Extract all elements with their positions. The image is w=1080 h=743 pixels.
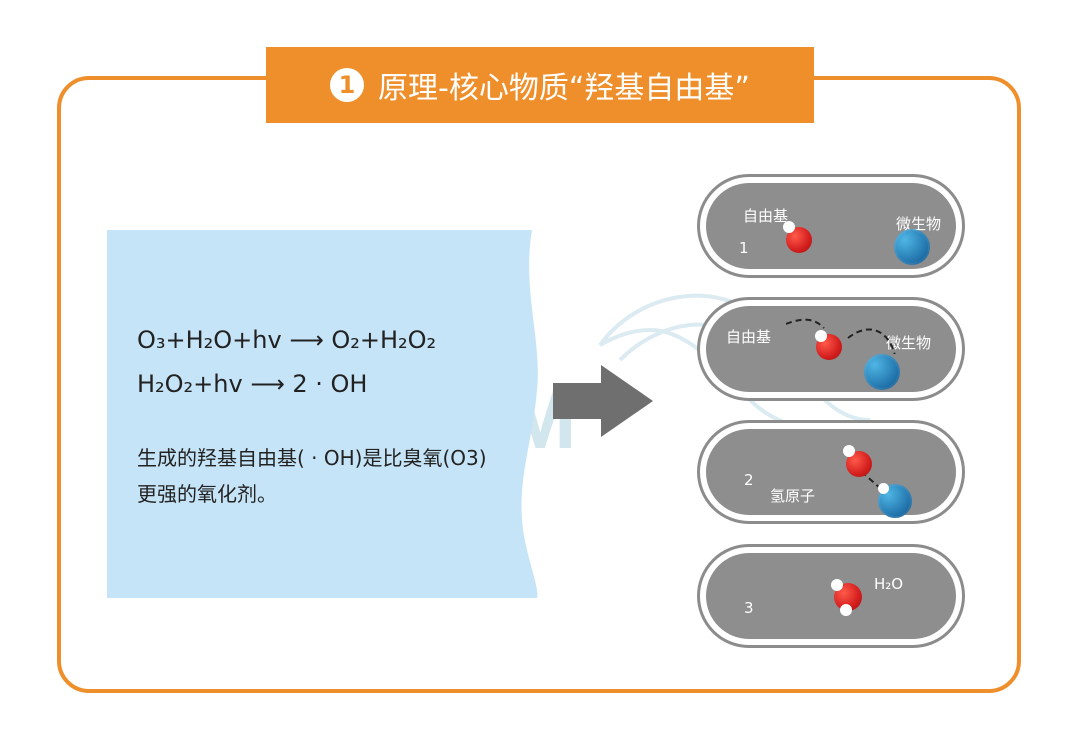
hydrogen-atom-icon (783, 221, 795, 233)
step-number: 3 (744, 599, 754, 617)
hydrogen-atom-icon (878, 483, 889, 494)
trajectory-icon (786, 318, 896, 354)
equation-panel (107, 230, 538, 598)
title-text: 原理-核心物质“羟基自由基” (378, 71, 750, 106)
step-1-capsule: 自由基 微生物 1 (697, 174, 965, 278)
hydrogen-atom-icon (840, 604, 852, 616)
hydrogen-atom-icon (831, 579, 843, 591)
microbe-icon (864, 354, 900, 390)
hydrogen-label: 氢原子 (770, 487, 816, 505)
equation-2: H₂O₂+hv ⟶ 2 · OH (137, 370, 368, 398)
step-number: 2 (744, 471, 754, 489)
title-number-badge: 1 (330, 68, 365, 102)
step-attack-capsule: 自由基 微生物 (697, 297, 965, 401)
microbe-label: 微生物 (886, 334, 932, 352)
equation-1: O₃+H₂O+hv ⟶ O₂+H₂O₂ (137, 326, 437, 354)
radical-label: 自由基 (743, 207, 789, 225)
title-banner: 1 原理-核心物质“羟基自由基” (266, 47, 814, 123)
hydrogen-atom-icon (815, 330, 827, 342)
step-2-capsule: 2 氢原子 (697, 420, 965, 524)
water-label: H₂O (874, 575, 904, 593)
microbe-label: 微生物 (896, 215, 942, 233)
step-number: 1 (739, 239, 749, 257)
radical-label: 自由基 (726, 328, 772, 346)
hydrogen-atom-icon (843, 445, 855, 457)
microbe-icon (894, 229, 930, 265)
description-text: 生成的羟基自由基( · OH)是比臭氧(O3)更强的氧化剂。 (137, 446, 487, 506)
process-arrow-icon (553, 365, 653, 437)
step-3-capsule: 3 H₂O (697, 544, 965, 648)
